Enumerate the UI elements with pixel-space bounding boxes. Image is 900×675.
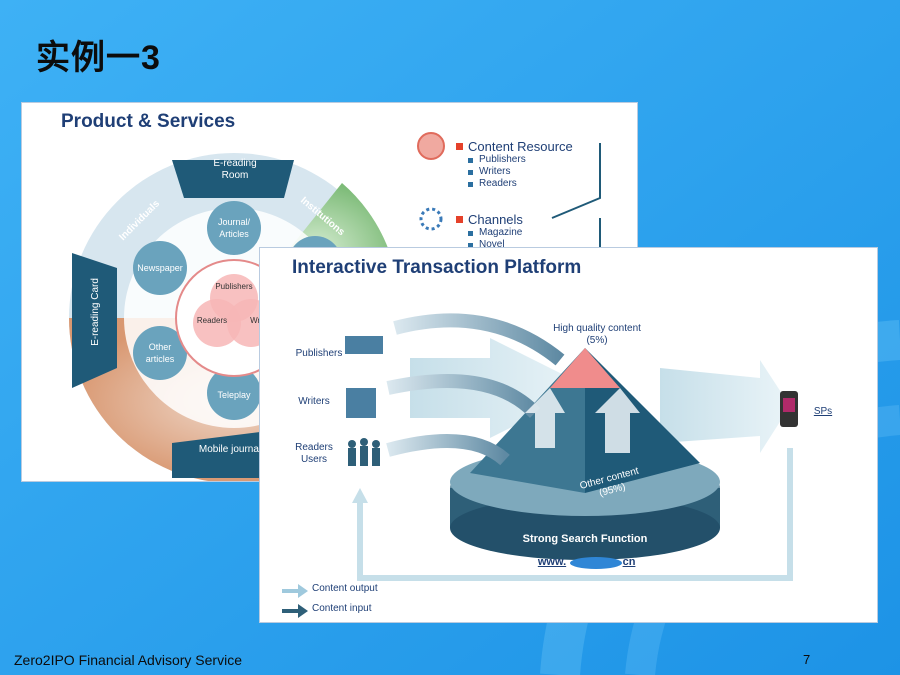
- legend-content-resource: Content Resource Publishers Writers Read…: [456, 139, 573, 190]
- legend-content-input: Content input: [312, 603, 372, 614]
- page-number: 7: [803, 652, 811, 667]
- venn-readers: Readers: [196, 316, 228, 325]
- legend-item: Magazine: [468, 227, 523, 239]
- source-writers: Writers: [298, 396, 330, 407]
- source-publishers: Publishers: [295, 348, 343, 359]
- legend-channels: Channels Magazine Novel: [456, 212, 523, 251]
- writer-icon: [346, 388, 376, 418]
- legend-heading: Content Resource: [456, 139, 573, 154]
- venn-publishers: Publishers: [215, 282, 253, 291]
- website-prefix[interactable]: www.: [537, 556, 567, 568]
- circle-journal-articles: Journal/ Articles: [217, 217, 251, 239]
- platform-panel: Interactive Transaction Platform Publish…: [259, 247, 878, 623]
- output-sps: SPs: [813, 406, 833, 417]
- circle-other-articles: Other articles: [145, 342, 175, 364]
- slide-title: 实例一3: [36, 39, 161, 77]
- legend-item: Novel: [468, 239, 523, 251]
- source-readers-users: Readers Users: [295, 442, 333, 465]
- venn-writers: Wri: [250, 316, 262, 325]
- circle-newspaper: Newspaper: [137, 263, 183, 273]
- legend-heading: Channels: [456, 212, 523, 227]
- books-icon: [345, 336, 383, 354]
- ring-label-mobile-journal: Mobile journal: [198, 444, 262, 455]
- product-services-title: Product & Services: [61, 111, 236, 132]
- legend-item: Writers: [468, 166, 573, 178]
- footer-company: Zero2IPO Financial Advisory Service: [14, 652, 242, 668]
- circle-teleplay: Teleplay: [217, 390, 251, 400]
- platform-title: Interactive Transaction Platform: [292, 257, 582, 278]
- platform-diagram: [282, 313, 798, 618]
- users-icon: [348, 438, 380, 466]
- legend-content-output: Content output: [312, 583, 378, 594]
- legend-item: Readers: [468, 178, 573, 190]
- ring-label-ereading-room: E-reading Room: [213, 158, 257, 181]
- ring-label-ereading-card: E-reading Card: [90, 278, 101, 346]
- base-label: Strong Search Function: [522, 533, 648, 545]
- website-suffix[interactable]: cn: [622, 556, 636, 568]
- pyramid-top-label: High quality content (5%): [553, 323, 641, 346]
- legend-item: Publishers: [468, 154, 573, 166]
